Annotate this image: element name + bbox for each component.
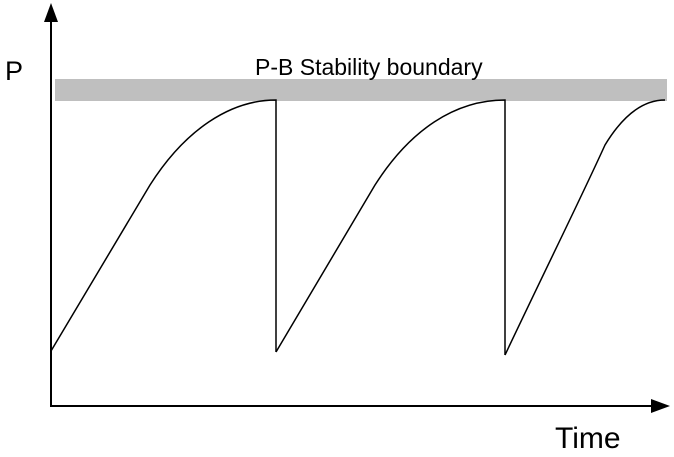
x-axis-label: Time [555, 422, 621, 455]
y-axis-label: P [5, 56, 23, 86]
pressure-cycle-1 [50, 99, 277, 352]
y-axis-arrowhead [44, 3, 58, 22]
pressure-cycle-3 [504, 99, 666, 356]
x-axis-arrowhead [651, 399, 670, 413]
stability-boundary-band [55, 79, 667, 101]
pressure-cycle-2 [275, 99, 506, 355]
boundary-label: P-B Stability boundary [255, 54, 483, 80]
